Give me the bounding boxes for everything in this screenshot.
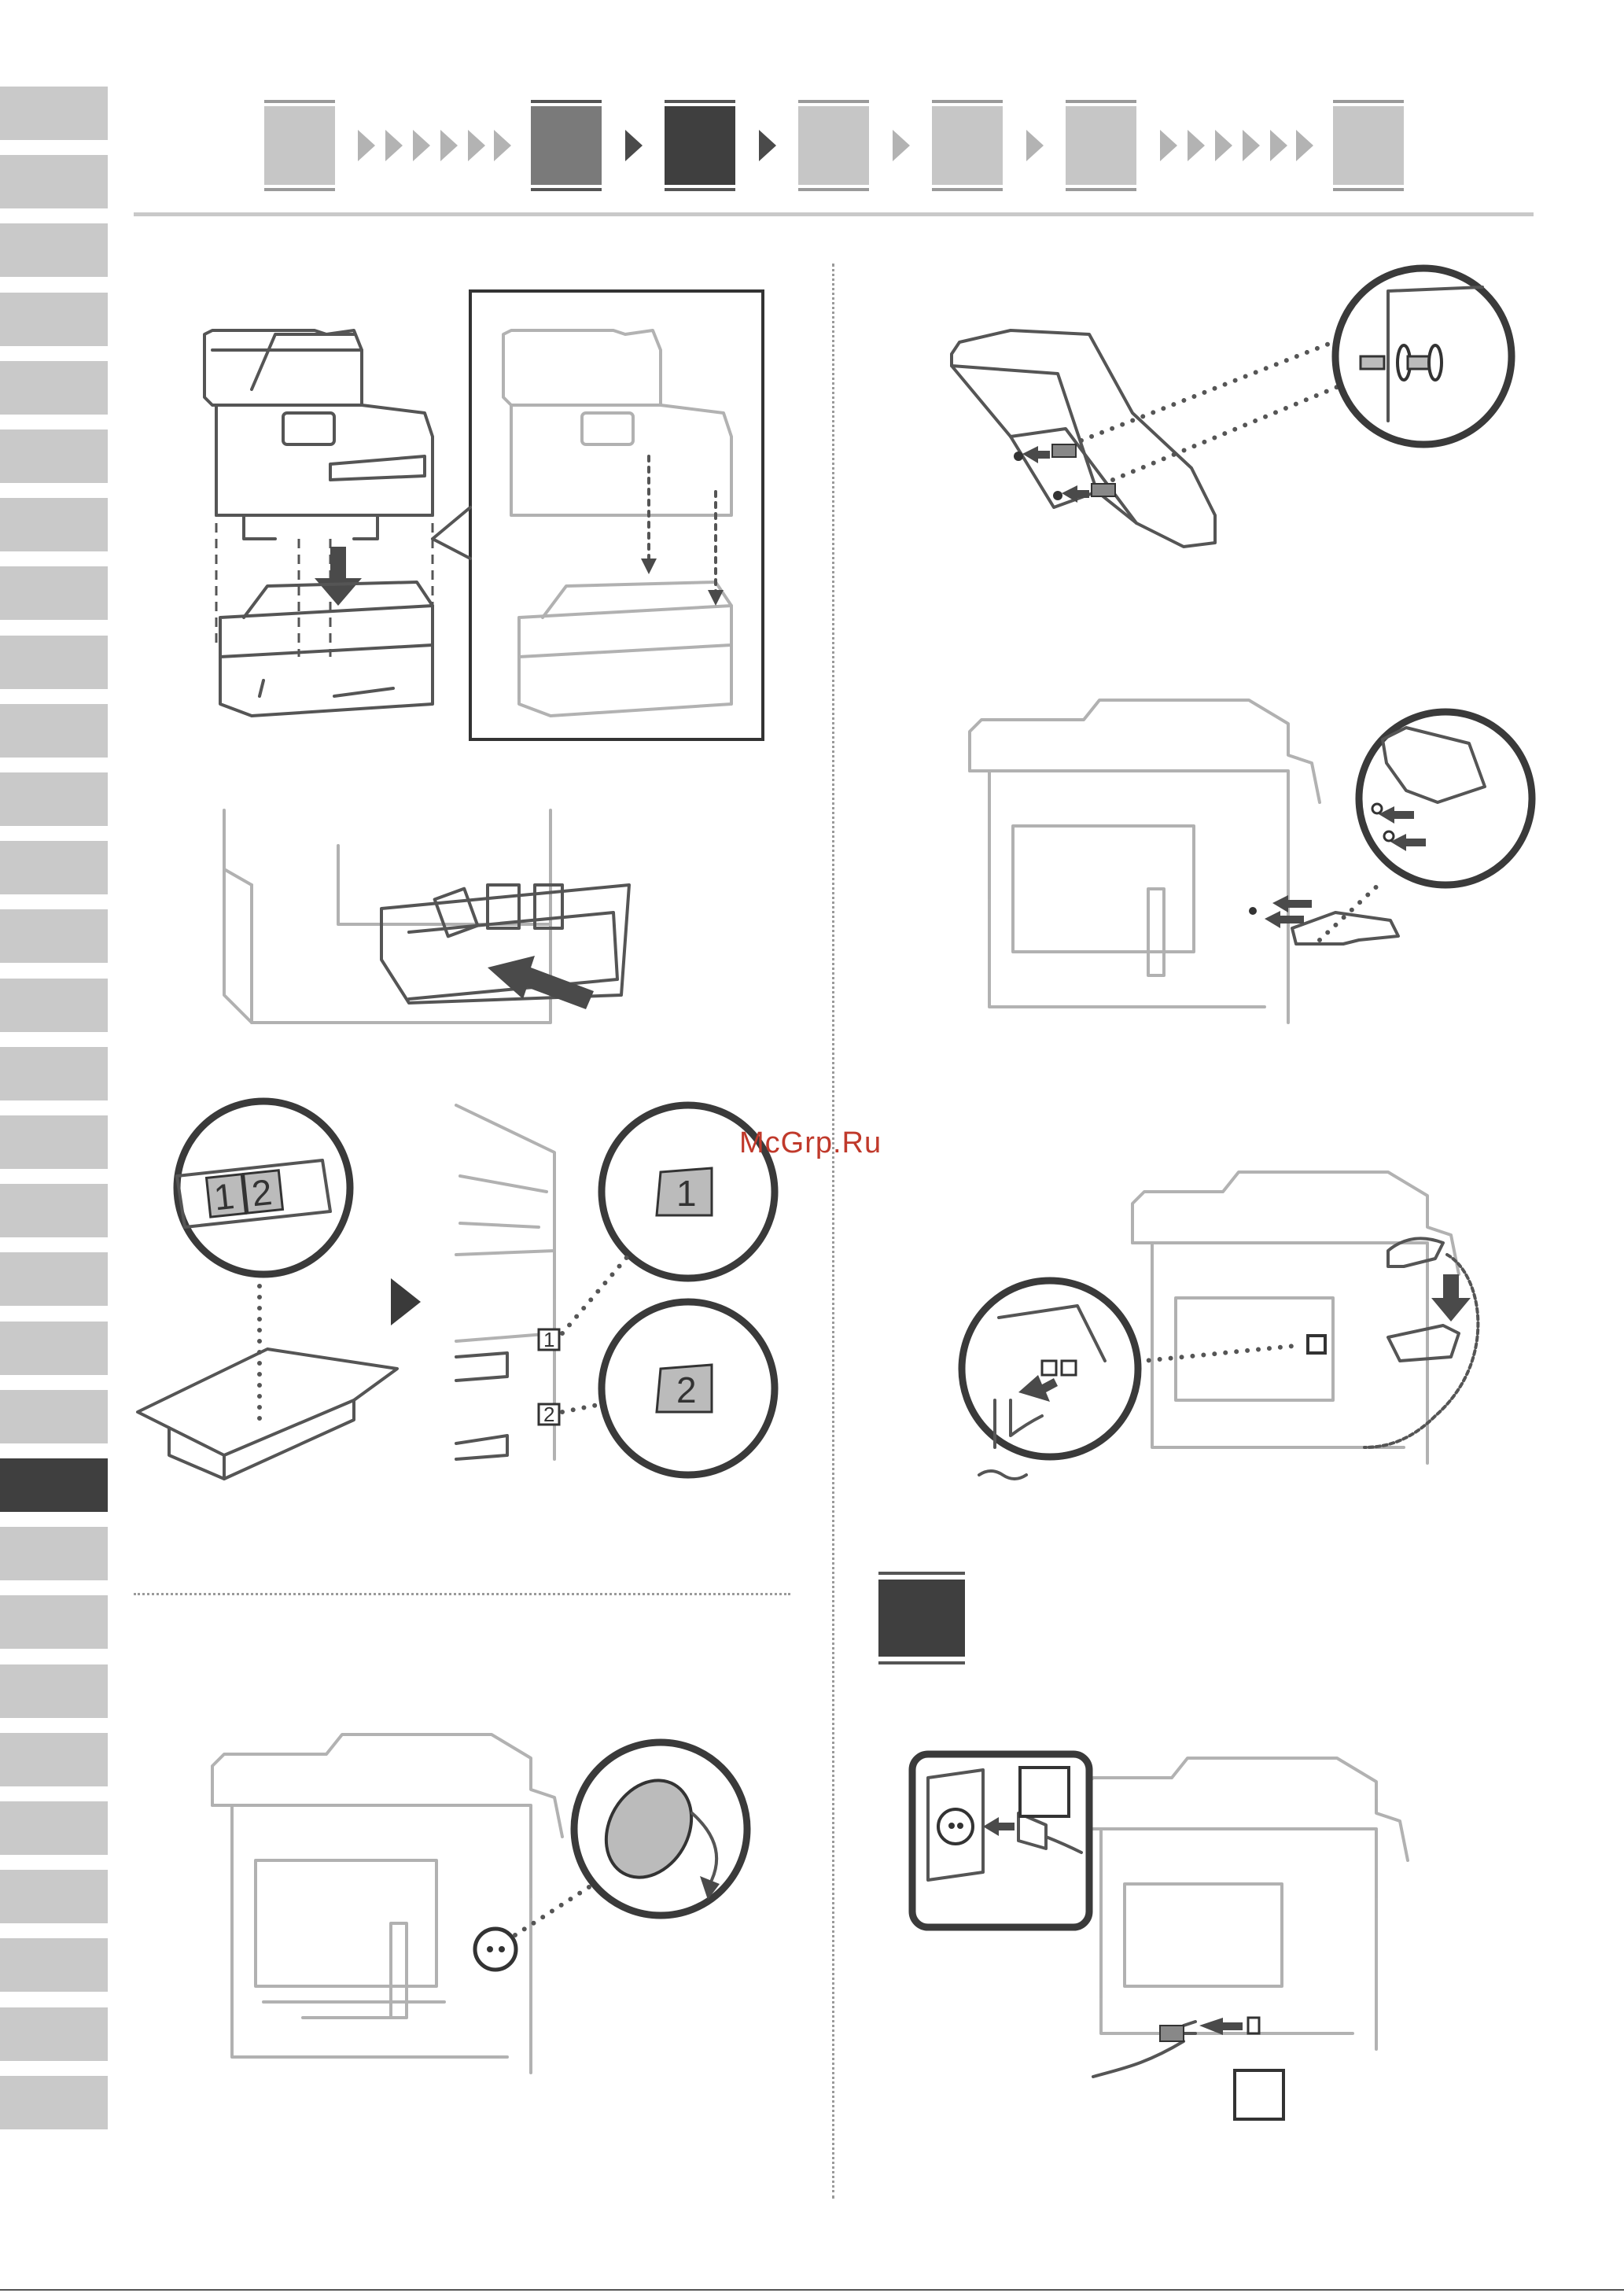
language-tab-20[interactable] bbox=[0, 1390, 108, 1443]
language-tab-29[interactable] bbox=[0, 2007, 108, 2061]
language-tab-27[interactable] bbox=[0, 1870, 108, 1923]
chevron-icon bbox=[893, 130, 910, 161]
language-tab-10[interactable] bbox=[0, 704, 108, 758]
language-tab-23[interactable] bbox=[0, 1595, 108, 1649]
slot-label-1: 1 bbox=[676, 1173, 697, 1214]
next-step-arrow-icon bbox=[391, 1278, 422, 1325]
step-7 bbox=[1333, 106, 1404, 185]
chevron-icon bbox=[1026, 130, 1044, 161]
step-checkbox-a bbox=[1018, 1766, 1070, 1818]
chevron-icon bbox=[1188, 130, 1205, 161]
language-tab-19[interactable] bbox=[0, 1322, 108, 1375]
step-1 bbox=[264, 106, 335, 185]
chevron-icon bbox=[1296, 130, 1313, 161]
language-tab-4[interactable] bbox=[0, 293, 108, 346]
step-3-current bbox=[665, 106, 735, 185]
label-sheet-number-2: 2 bbox=[249, 1171, 274, 1214]
language-tab-17[interactable] bbox=[0, 1184, 108, 1237]
chevron-icon bbox=[1160, 130, 1177, 161]
step-6 bbox=[1066, 106, 1136, 185]
language-tab-30[interactable] bbox=[0, 2076, 108, 2129]
slot-label-2: 2 bbox=[676, 1370, 697, 1410]
chevron-icon bbox=[1270, 130, 1287, 161]
language-tab-25[interactable] bbox=[0, 1733, 108, 1786]
printer-on-feeder-illustration bbox=[197, 287, 771, 743]
language-tab-28[interactable] bbox=[0, 1938, 108, 1992]
watermark: McGrp.Ru bbox=[739, 1126, 882, 1160]
step-2 bbox=[531, 106, 602, 185]
chevron-icon bbox=[759, 130, 776, 161]
chevron-icon bbox=[358, 130, 375, 161]
language-tab-6[interactable] bbox=[0, 429, 108, 483]
language-tab-12[interactable] bbox=[0, 841, 108, 894]
language-tab-24[interactable] bbox=[0, 1664, 108, 1718]
handset-holder-on-printer-illustration bbox=[966, 692, 1532, 1023]
chevron-icon bbox=[1243, 130, 1260, 161]
language-tab-8[interactable] bbox=[0, 566, 108, 620]
language-tab-18[interactable] bbox=[0, 1252, 108, 1306]
small-slot-label-1: 1 bbox=[543, 1328, 554, 1351]
language-tab-22[interactable] bbox=[0, 1527, 108, 1580]
insert-paper-cassette-illustration bbox=[220, 806, 645, 1027]
attach-handset-holder-illustration bbox=[948, 264, 1522, 562]
chevron-icon bbox=[1215, 130, 1232, 161]
chevron-icon bbox=[413, 130, 430, 161]
chevron-icon bbox=[494, 130, 511, 161]
small-slot-label-2: 2 bbox=[543, 1403, 554, 1426]
language-tab-14[interactable] bbox=[0, 979, 108, 1032]
language-tab-3[interactable] bbox=[0, 223, 108, 277]
section-step-marker bbox=[878, 1580, 965, 1657]
remove-cover-cap-illustration bbox=[208, 1727, 759, 2073]
language-tab-21[interactable] bbox=[0, 1458, 108, 1512]
language-tab-5[interactable] bbox=[0, 361, 108, 415]
footer-rule bbox=[0, 2289, 1624, 2291]
language-tab-7[interactable] bbox=[0, 498, 108, 551]
chevron-icon bbox=[385, 130, 403, 161]
language-tab-26[interactable] bbox=[0, 1801, 108, 1855]
language-tab-11[interactable] bbox=[0, 772, 108, 826]
label-sheet-box-illustration: 1 2 bbox=[134, 1097, 401, 1491]
connect-telephone-line-illustration bbox=[963, 1164, 1530, 1495]
chevron-icon bbox=[625, 130, 643, 161]
step-checkbox-b bbox=[1233, 2069, 1285, 2121]
connect-power-cord-illustration bbox=[908, 1750, 1506, 2120]
language-tab-9[interactable] bbox=[0, 636, 108, 689]
language-tab-16[interactable] bbox=[0, 1115, 108, 1169]
language-tab-13[interactable] bbox=[0, 909, 108, 963]
step-4 bbox=[798, 106, 869, 185]
language-tab-15[interactable] bbox=[0, 1047, 108, 1100]
chevron-icon bbox=[440, 130, 458, 161]
step-5 bbox=[932, 106, 1003, 185]
column-divider bbox=[832, 264, 834, 2199]
language-tab-2[interactable] bbox=[0, 155, 108, 208]
header-rule bbox=[134, 212, 1534, 216]
section-divider bbox=[134, 1593, 790, 1595]
language-tab-1[interactable] bbox=[0, 87, 108, 140]
chevron-icon bbox=[468, 130, 485, 161]
label-sheet-number-1: 1 bbox=[212, 1175, 236, 1218]
